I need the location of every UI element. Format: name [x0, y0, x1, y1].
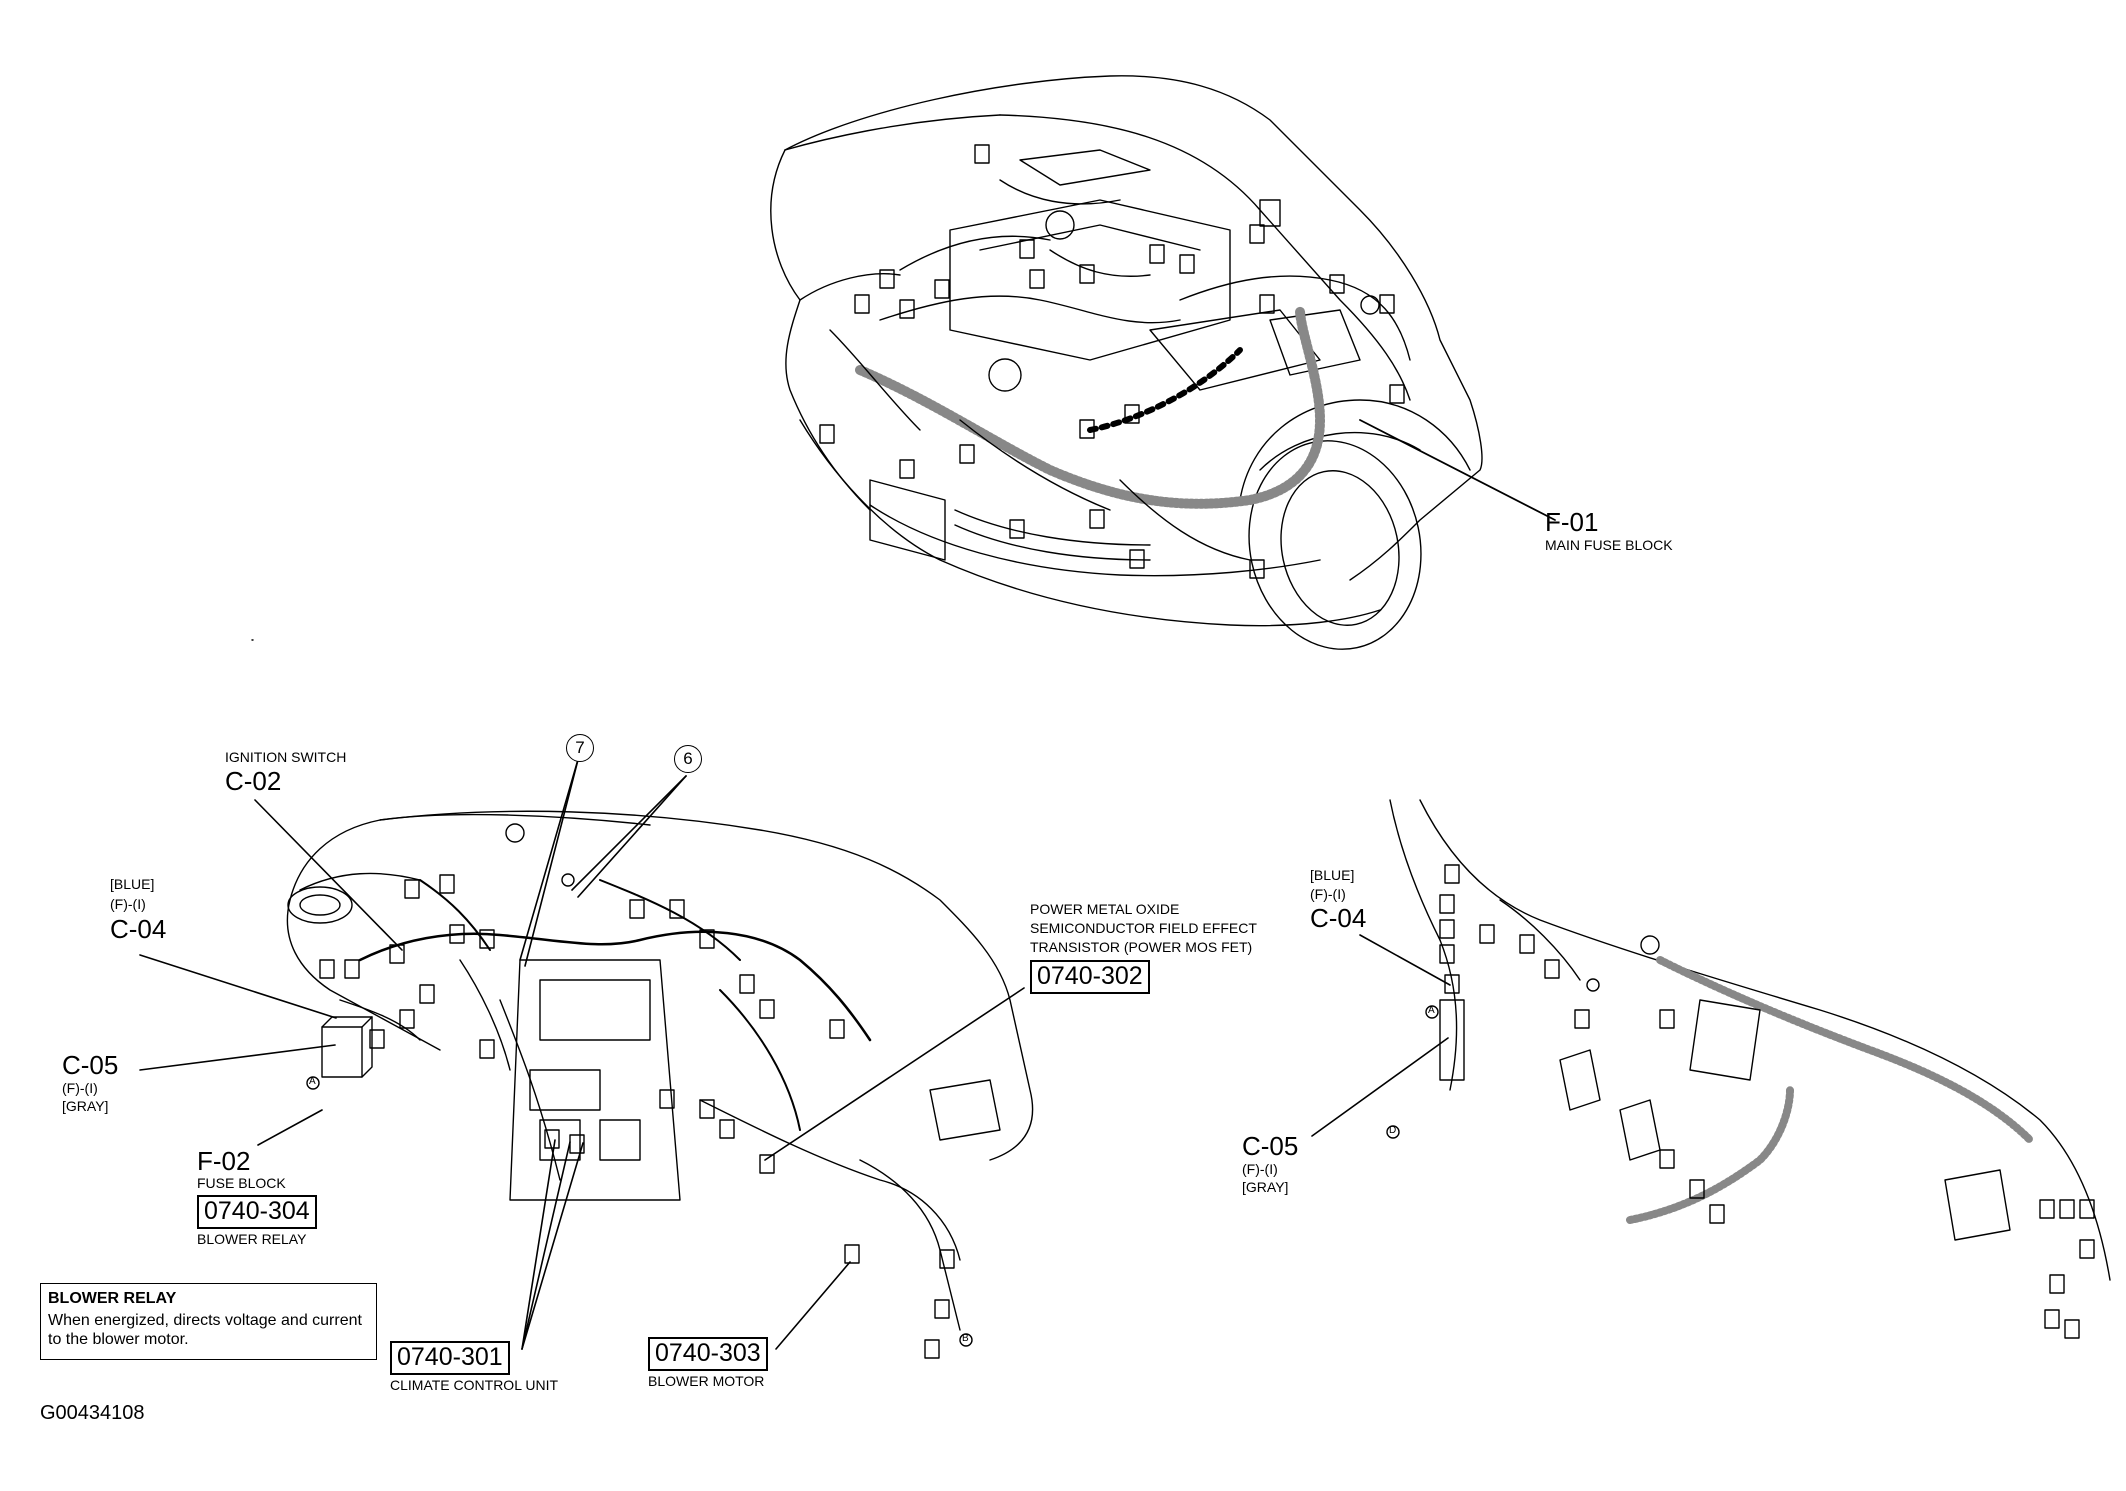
- ignition-switch-name: IGNITION SWITCH: [225, 749, 347, 765]
- fuse-block-code: F-02: [197, 1146, 251, 1176]
- engine-compartment-drawing: [770, 75, 1556, 650]
- c05-right-code: C-05: [1242, 1131, 1299, 1161]
- ignition-switch-code: C-02: [225, 766, 282, 796]
- main-fuse-block-code: F-01: [1545, 507, 1599, 537]
- mosfet-name-line2: SEMICONDUCTOR FIELD EFFECT: [1030, 920, 1257, 936]
- callout-6: 6: [674, 745, 702, 773]
- c04-right-color: [BLUE]: [1310, 867, 1355, 883]
- c04-left-conn: (F)-(I): [110, 896, 146, 912]
- c05-left-conn: (F)-(I): [62, 1080, 98, 1096]
- blower-motor-ref-box: 0740-303: [648, 1337, 768, 1371]
- callout-7: 7: [566, 734, 594, 762]
- marker-a-right: A: [1428, 1005, 1435, 1016]
- c05-left-code: C-05: [62, 1050, 119, 1080]
- dashboard-left-drawing: [139, 639, 1034, 1359]
- blower-relay-ref-name: BLOWER RELAY: [197, 1231, 307, 1247]
- climate-control-name: CLIMATE CONTROL UNIT: [390, 1377, 559, 1393]
- blower-relay-info-box: BLOWER RELAY When energized, directs vol…: [40, 1283, 377, 1360]
- mosfet-ref-box: 0740-302: [1030, 960, 1150, 994]
- c05-right-conn: (F)-(I): [1242, 1161, 1278, 1177]
- blower-relay-ref-box: 0740-304: [197, 1195, 317, 1229]
- c04-left-color: [BLUE]: [110, 876, 155, 892]
- c05-right-color: [GRAY]: [1242, 1179, 1289, 1195]
- main-fuse-block-name: MAIN FUSE BLOCK: [1545, 537, 1673, 553]
- mosfet-name-line1: POWER METAL OXIDE: [1030, 901, 1180, 917]
- c04-left-code: C-04: [110, 914, 167, 944]
- marker-b-left: B: [962, 1333, 969, 1344]
- info-box-body: When energized, directs voltage and curr…: [48, 1312, 362, 1348]
- mosfet-name-line3: TRANSISTOR (POWER MOS FET): [1030, 939, 1253, 955]
- dashboard-right-drawing: [1311, 799, 2111, 1339]
- climate-control-ref-box: 0740-301: [390, 1341, 510, 1375]
- blower-motor-name: BLOWER MOTOR: [648, 1373, 765, 1389]
- marker-a-left: A: [309, 1076, 316, 1087]
- c05-left-color: [GRAY]: [62, 1098, 109, 1114]
- c04-right-conn: (F)-(I): [1310, 886, 1346, 902]
- c04-right-code: C-04: [1310, 903, 1367, 933]
- info-box-title: BLOWER RELAY: [48, 1290, 177, 1307]
- figure-id: G00434108: [40, 1402, 145, 1424]
- marker-d-right: D: [1389, 1125, 1397, 1136]
- fuse-block-name: FUSE BLOCK: [197, 1175, 286, 1191]
